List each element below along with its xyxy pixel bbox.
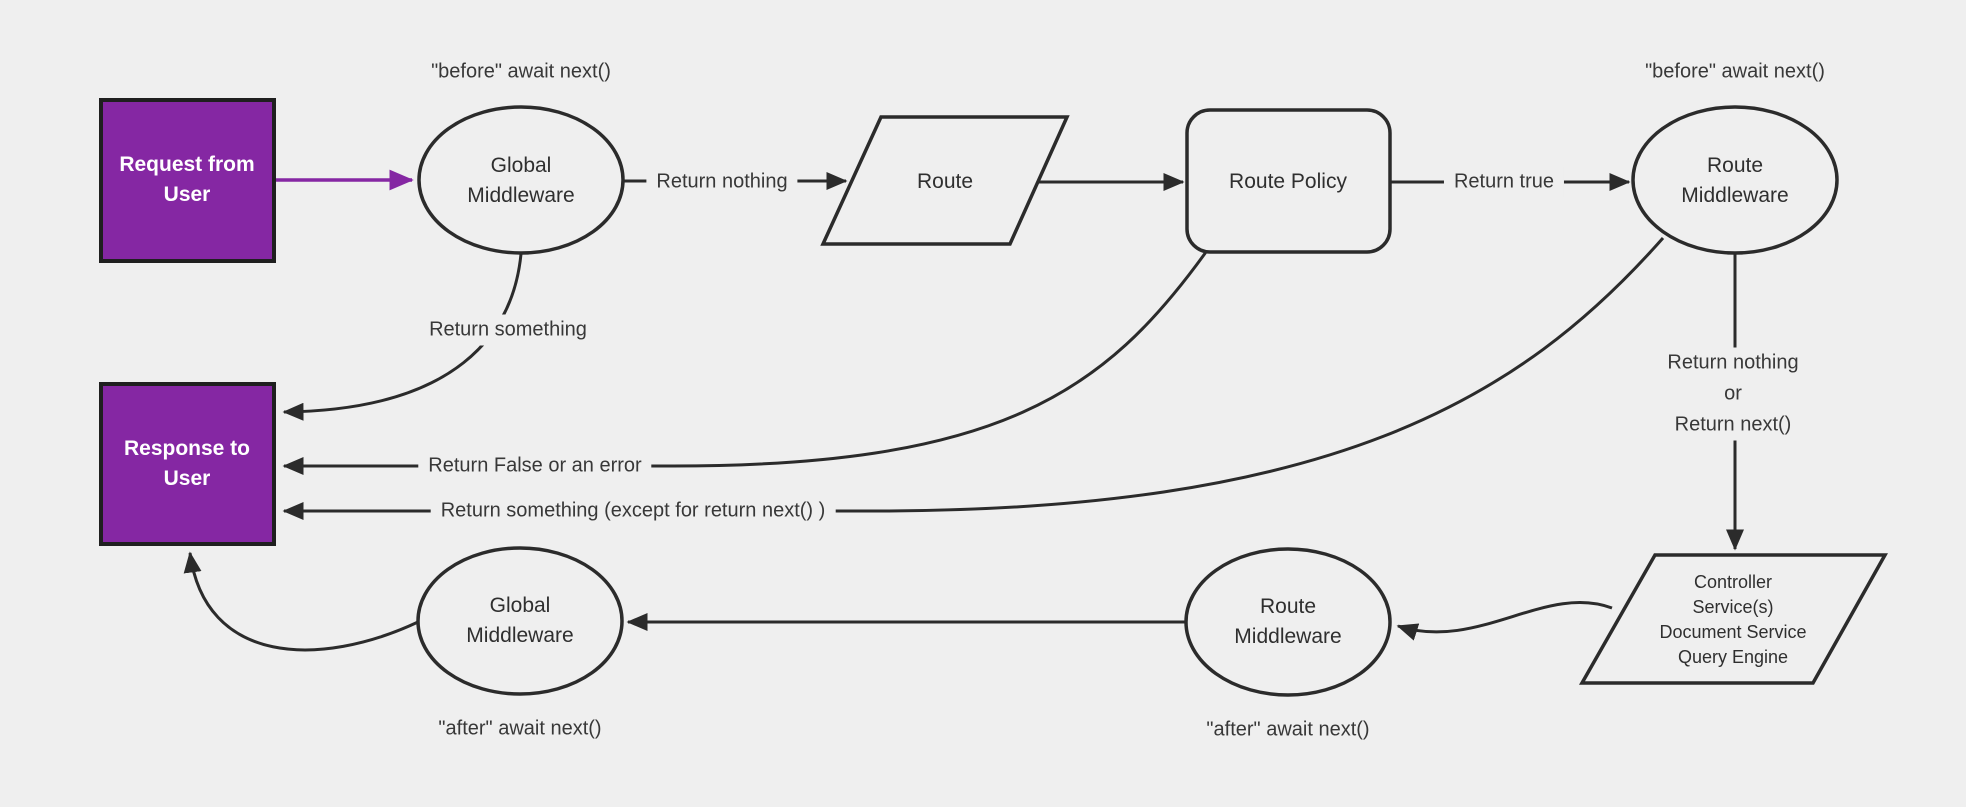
node-route-middleware-bottom <box>1184 547 1392 697</box>
node-route <box>820 115 1070 246</box>
node-route-middleware-top <box>1631 105 1839 255</box>
edge-controller-to-route-middleware-bottom <box>1396 601 1613 641</box>
node-route-policy <box>1185 108 1392 254</box>
edge-route-middleware-return-something-to-response <box>282 237 1665 520</box>
node-global-middleware-top <box>417 105 625 255</box>
node-response-to-user <box>99 382 276 546</box>
edge-global-middleware-bottom-to-response <box>183 551 419 652</box>
node-request-from-user <box>99 98 276 263</box>
edge-global-middleware-return-something-to-response <box>282 253 523 421</box>
node-controller-services <box>1578 553 1888 685</box>
edge-route-policy-return-false-to-response <box>282 251 1208 475</box>
node-global-middleware-bottom <box>416 546 624 696</box>
